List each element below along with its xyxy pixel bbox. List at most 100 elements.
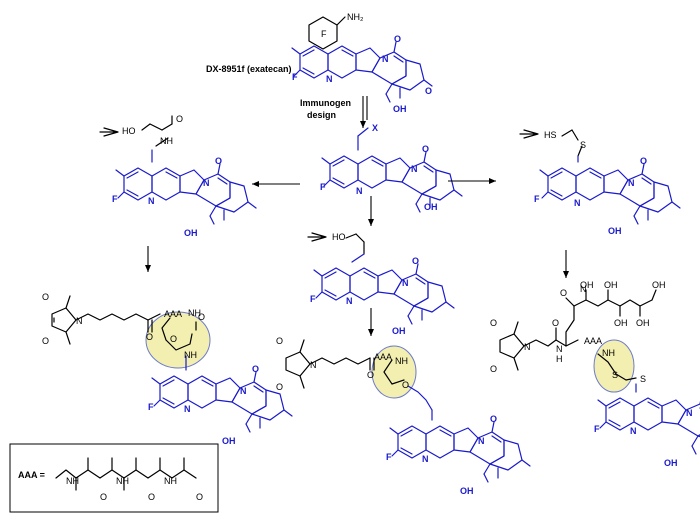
o-label-right-amide: O (560, 288, 567, 298)
nh2-label-right-conj: NH (602, 348, 615, 358)
generic-x-structure (321, 127, 463, 213)
left-highlight-ellipse (145, 311, 211, 369)
n-label-mal: N (76, 316, 83, 326)
nh-label-left: NH (160, 136, 173, 146)
oh2-label-right: OH (604, 280, 618, 290)
f-label-center: F (320, 182, 326, 192)
left-conjugate-structure (51, 295, 293, 433)
oh3-label-right: OH (614, 318, 628, 328)
oh-label-top: OH (393, 104, 407, 114)
s-label-right-conj: S (612, 370, 618, 380)
middle-conjugate-structure (285, 339, 531, 483)
s-label-right: S (580, 140, 586, 150)
legend-box (9, 443, 219, 513)
o-label-right-ring: O (640, 156, 647, 166)
n-label-left: N (148, 196, 155, 206)
h-label-right-conj: H (556, 354, 563, 364)
f-label-middle-conj: F (386, 452, 392, 462)
n2-label-middle-conj: N (478, 436, 485, 446)
middle-highlight-ellipse (371, 345, 417, 399)
o-label-mal3-top: O (490, 318, 497, 328)
o-label-amide3: O (552, 318, 559, 328)
n-label-left-conj: N (184, 404, 191, 414)
ho-label-left: HO (122, 126, 136, 136)
n-label-right: N (574, 198, 581, 208)
f-label-right: F (534, 194, 540, 204)
hs-label-right: HS (544, 130, 557, 140)
n-label-middle: N (346, 296, 353, 306)
nh-label-middle-conj: NH (395, 356, 408, 366)
oh4-label-right: OH (636, 318, 650, 328)
oh-label-left: OH (184, 228, 198, 238)
n2-label-top: N (382, 54, 389, 64)
o-label-middle-conj: O (402, 380, 409, 390)
design-label-line1: Immunogen (300, 98, 351, 108)
n2-label-center: N (411, 164, 418, 174)
f-label-left-conj: F (148, 402, 154, 412)
o-label-center: O (422, 144, 429, 154)
nh2-label-left-conj: NH (184, 350, 197, 360)
n-label-mal2: N (310, 360, 317, 370)
aaa-label-middle: AAA (374, 352, 392, 362)
fluoro-label-top: F (292, 72, 298, 82)
aaa-label-left: AAA (164, 309, 182, 319)
nh-label-right-conj: N (556, 344, 563, 354)
compound-title: DX-8951f (exatecan) (206, 64, 292, 74)
oh-label-middle-conj: OH (460, 486, 474, 496)
o-label-mal-top: O (42, 292, 49, 302)
oh-label-right-conj: OH (664, 458, 678, 468)
f-label-right-conj: F (594, 424, 600, 434)
f-label-middle: F (310, 294, 316, 304)
o-label-amide: O (146, 332, 153, 342)
s2-label-right-conj: S (640, 374, 646, 384)
legend-o-1: O (100, 492, 107, 502)
n-label-top: N (326, 74, 333, 84)
n-label-mal3: N (524, 342, 531, 352)
f-label-left: F (112, 194, 118, 204)
n2-label-left: N (203, 178, 210, 188)
o-label-mal-bottom: O (42, 336, 49, 346)
nh-label-left-conj: NH (188, 308, 201, 318)
n-label-right-amide: N (580, 284, 587, 294)
n2-label-left-conj: N (240, 386, 247, 396)
middle-hydroxypropyl-structure (307, 232, 455, 325)
oh1-label-right: OH (580, 280, 594, 290)
fluoro-atom-label: F (321, 29, 327, 39)
o-label-left-conj-ring: O (252, 364, 259, 374)
x-label: X (372, 123, 378, 133)
amine-label: NH₂ (347, 12, 364, 22)
aaa-label-right: AAA (584, 336, 602, 346)
left-glycolamide-structure (99, 115, 257, 225)
n2-label-middle: N (402, 278, 409, 288)
design-label-line2: design (307, 110, 336, 120)
o-label-left: O (176, 114, 183, 124)
o-label-mal2-bottom: O (276, 382, 283, 392)
n2-label-right-conj: N (686, 408, 693, 418)
exatecan-structure (291, 16, 433, 103)
legend-o-3: O (196, 492, 203, 502)
oh5-label-right: OH (652, 280, 666, 290)
o-label-mal2-top: O (276, 336, 283, 346)
legend-nh-1: NH (66, 476, 79, 486)
legend-o-2: O (148, 492, 155, 502)
right-thiol-structure (519, 129, 681, 225)
legend-nh-3: NH (164, 476, 177, 486)
o-label-middle-conj-ring: O (490, 414, 497, 424)
o-label-amide2: O (367, 370, 374, 380)
legend-label: AAA = (18, 470, 45, 480)
o-label-left-ring: O (215, 156, 222, 166)
oh-label-center: OH (424, 202, 438, 212)
legend-nh-2: NH (116, 476, 129, 486)
o-label-middle-ring: O (412, 256, 419, 266)
o-label-top: O (394, 34, 401, 44)
o2-label-left-conj: O (198, 312, 205, 322)
o2-label-top: O (425, 86, 432, 96)
n-label-right-conj: N (630, 426, 637, 436)
n-label-middle-conj: N (422, 454, 429, 464)
n-label-center: N (356, 186, 363, 196)
right-conjugate-structure (499, 289, 700, 455)
oh-label-right: OH (608, 226, 622, 236)
oh-label-middle: OH (392, 326, 406, 336)
